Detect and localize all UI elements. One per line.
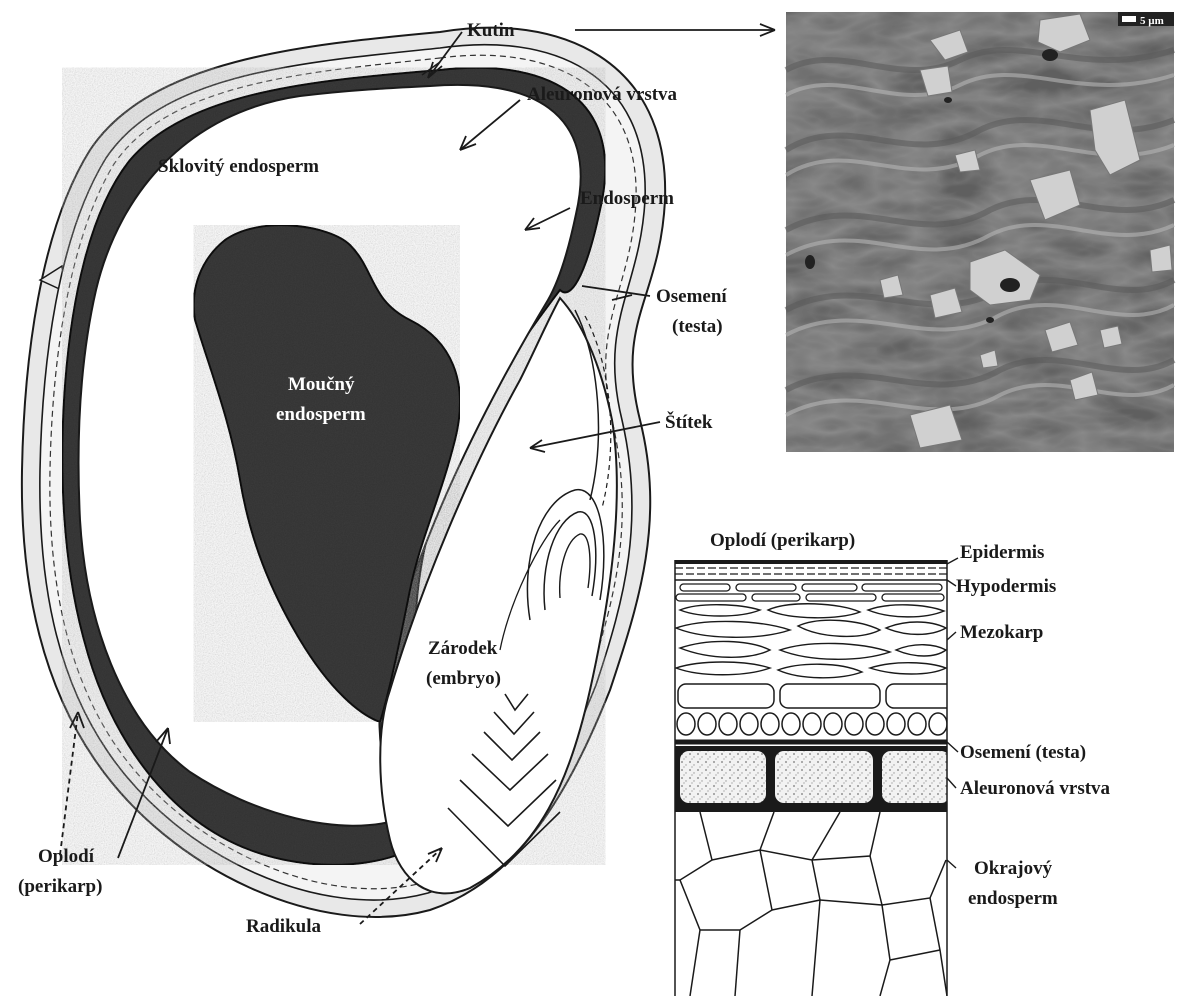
layer-label-okrajovy-1: Okrajový xyxy=(974,858,1053,879)
label-stitek: Štítek xyxy=(665,411,713,433)
layer-label-aleuronova: Aleuronová vrstva xyxy=(960,778,1111,799)
label-kutin: Kutin xyxy=(467,20,515,41)
label-moucny-2: endosperm xyxy=(276,404,366,425)
layer-label-mezokarp: Mezokarp xyxy=(960,622,1043,643)
layer-label-osemeni: Osemení (testa) xyxy=(960,742,1086,763)
label-osemeni-2: (testa) xyxy=(672,316,723,337)
sem-micrograph: 5 µm xyxy=(786,12,1174,452)
label-osemeni-1: Osemení xyxy=(656,286,727,307)
layer-label-hypodermis: Hypodermis xyxy=(956,576,1056,597)
label-oplodi-2: (perikarp) xyxy=(18,876,102,897)
label-endosperm: Endosperm xyxy=(580,188,674,209)
panel-title: Oplodí (perikarp) xyxy=(710,530,855,551)
label-sklovity-endosperm: Sklovitý endosperm xyxy=(158,156,319,177)
pericarp-layers-panel: Oplodí (perikarp) xyxy=(675,530,1111,996)
seed-section xyxy=(22,28,665,917)
label-moucny-1: Moučný xyxy=(288,374,355,395)
layer-label-epidermis: Epidermis xyxy=(960,542,1044,563)
label-zarodek-2: (embryo) xyxy=(426,668,501,689)
label-oplodi-1: Oplodí xyxy=(38,846,95,867)
micrograph-scale-label: 5 µm xyxy=(1140,15,1164,27)
layer-label-okrajovy-2: endosperm xyxy=(968,888,1058,909)
label-zarodek-1: Zárodek xyxy=(428,638,498,659)
label-radikula: Radikula xyxy=(246,916,321,937)
label-aleuronova-vrstva: Aleuronová vrstva xyxy=(527,84,678,105)
